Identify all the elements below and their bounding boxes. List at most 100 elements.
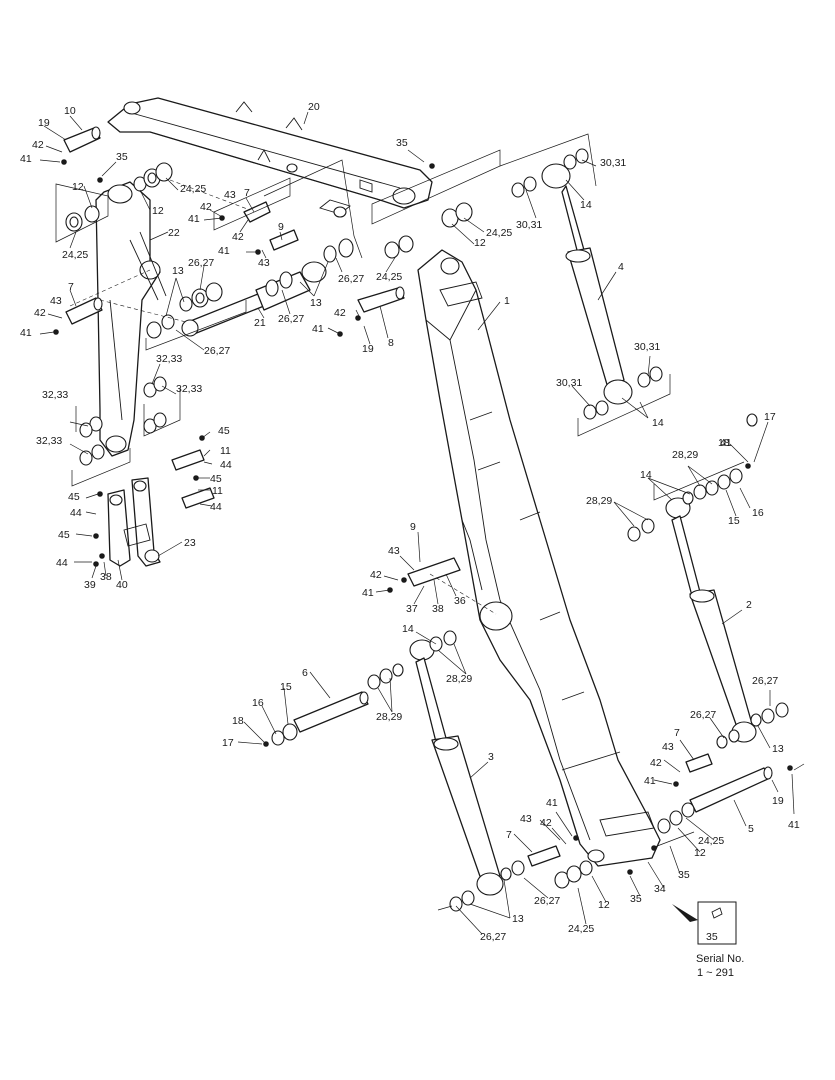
callout-c41i: 41 xyxy=(788,819,800,831)
callout-c19a: 19 xyxy=(38,117,50,129)
callout-c43a: 43 xyxy=(50,295,62,307)
callout-c19b: 19 xyxy=(362,343,374,355)
grouping-brackets xyxy=(55,133,745,849)
callout-c3233c: 32,33 xyxy=(42,389,68,401)
callout-c2829b: 28,29 xyxy=(586,495,612,507)
callout-c42d: 42 xyxy=(232,231,244,243)
callout-c14c: 14 xyxy=(652,417,664,429)
callout-c42f: 42 xyxy=(370,569,382,581)
callout-c9b: 9 xyxy=(410,521,416,533)
callout-c41g: 41 xyxy=(644,775,656,787)
callout-c3031c: 30,31 xyxy=(634,341,660,353)
callout-labels: 1234567777899101111121212121213131313141… xyxy=(20,101,800,943)
callout-c39: 39 xyxy=(84,579,96,591)
callout-c43b: 43 xyxy=(224,189,236,201)
callout-c20: 20 xyxy=(308,101,320,113)
callout-c13c: 13 xyxy=(772,743,784,755)
callout-c3: 3 xyxy=(488,751,494,763)
callout-c38a: 38 xyxy=(432,603,444,615)
callout-c12c: 12 xyxy=(474,237,486,249)
callout-c35d: 35 xyxy=(630,893,642,905)
callout-c41c: 41 xyxy=(188,213,200,225)
callout-c19c: 19 xyxy=(772,795,784,807)
callout-c15b: 15 xyxy=(728,515,740,527)
callout-c1: 1 xyxy=(504,295,510,307)
callout-c43e: 43 xyxy=(662,741,674,753)
callout-c40: 40 xyxy=(116,579,128,591)
callout-c16b: 16 xyxy=(752,507,764,519)
callout-c7a: 7 xyxy=(68,281,74,293)
callout-c3233a: 32,33 xyxy=(156,353,182,365)
callout-c7b: 7 xyxy=(244,187,250,199)
serial-note-part-number: 35 xyxy=(706,931,718,943)
callout-c17b: 17 xyxy=(764,411,776,423)
serial-note-range: 1 ~ 291 xyxy=(697,967,734,979)
callout-c36: 36 xyxy=(454,595,466,607)
callout-c8: 8 xyxy=(388,337,394,349)
callout-c2627c: 26,27 xyxy=(278,313,304,325)
callout-c2425c: 24,25 xyxy=(486,227,512,239)
callout-c23: 23 xyxy=(184,537,196,549)
callout-c2829a: 28,29 xyxy=(672,449,698,461)
callout-c43c: 43 xyxy=(258,257,270,269)
callout-c7d: 7 xyxy=(506,829,512,841)
callout-c42a: 42 xyxy=(32,139,44,151)
cylinder-part-21 xyxy=(181,261,327,337)
washers xyxy=(65,148,789,912)
callout-c41b: 41 xyxy=(20,327,32,339)
callout-c22: 22 xyxy=(168,227,180,239)
callout-c18b: 18 xyxy=(718,437,730,449)
callout-c11b: 11 xyxy=(212,485,223,497)
callout-c12d: 12 xyxy=(694,847,706,859)
callout-c3031d: 30,31 xyxy=(556,377,582,389)
callout-c2627f: 26,27 xyxy=(690,709,716,721)
callout-c13b: 13 xyxy=(310,297,322,309)
callout-c45a: 45 xyxy=(218,425,230,437)
callout-c41f: 41 xyxy=(362,587,374,599)
callout-c42b: 42 xyxy=(34,307,46,319)
callout-c2425e: 24,25 xyxy=(698,835,724,847)
callout-c35b: 35 xyxy=(396,137,408,149)
callout-c6: 6 xyxy=(302,667,308,679)
callout-c2627g: 26,27 xyxy=(534,895,560,907)
serial-note: 35 Serial No. 1 ~ 291 xyxy=(672,901,744,979)
callout-c41a: 41 xyxy=(20,153,32,165)
callout-c4: 4 xyxy=(618,261,624,273)
callout-c41h: 41 xyxy=(546,797,558,809)
callout-c42g: 42 xyxy=(650,757,662,769)
callout-c2627d: 26,27 xyxy=(338,273,364,285)
callout-c42c: 42 xyxy=(200,201,212,213)
callout-c14d: 14 xyxy=(640,469,652,481)
callout-c14b: 14 xyxy=(580,199,592,211)
callout-c35c: 35 xyxy=(678,869,690,881)
callout-c43d: 43 xyxy=(388,545,400,557)
cylinder-part-4 xyxy=(541,163,633,405)
cylinder-part-3 xyxy=(409,639,504,896)
callout-c2425b: 24,25 xyxy=(62,249,88,261)
callout-c34: 34 xyxy=(654,883,666,895)
callout-c2829c: 28,29 xyxy=(446,673,472,685)
callout-c12a: 12 xyxy=(72,181,84,193)
callout-c3233d: 32,33 xyxy=(36,435,62,447)
callout-c3031b: 30,31 xyxy=(516,219,542,231)
callout-c2627a: 26,27 xyxy=(188,257,214,269)
callout-c2425f: 24,25 xyxy=(568,923,594,935)
callout-c43f: 43 xyxy=(520,813,532,825)
callout-c44c: 44 xyxy=(70,507,82,519)
callout-c12e: 12 xyxy=(598,899,610,911)
callout-c42e: 42 xyxy=(334,307,346,319)
callout-c11a: 11 xyxy=(220,445,231,457)
callout-c15a: 15 xyxy=(280,681,292,693)
callout-c37: 37 xyxy=(406,603,418,615)
serial-note-label: Serial No. xyxy=(696,953,744,965)
callout-c18a: 18 xyxy=(232,715,244,727)
callout-c3233b: 32,33 xyxy=(176,383,202,395)
callout-c44a: 44 xyxy=(220,459,232,471)
callout-c12b: 12 xyxy=(152,205,164,217)
callout-c5: 5 xyxy=(748,823,754,835)
boom-part-1 xyxy=(417,249,661,867)
callout-c16a: 16 xyxy=(252,697,264,709)
callout-c41e: 41 xyxy=(312,323,324,335)
